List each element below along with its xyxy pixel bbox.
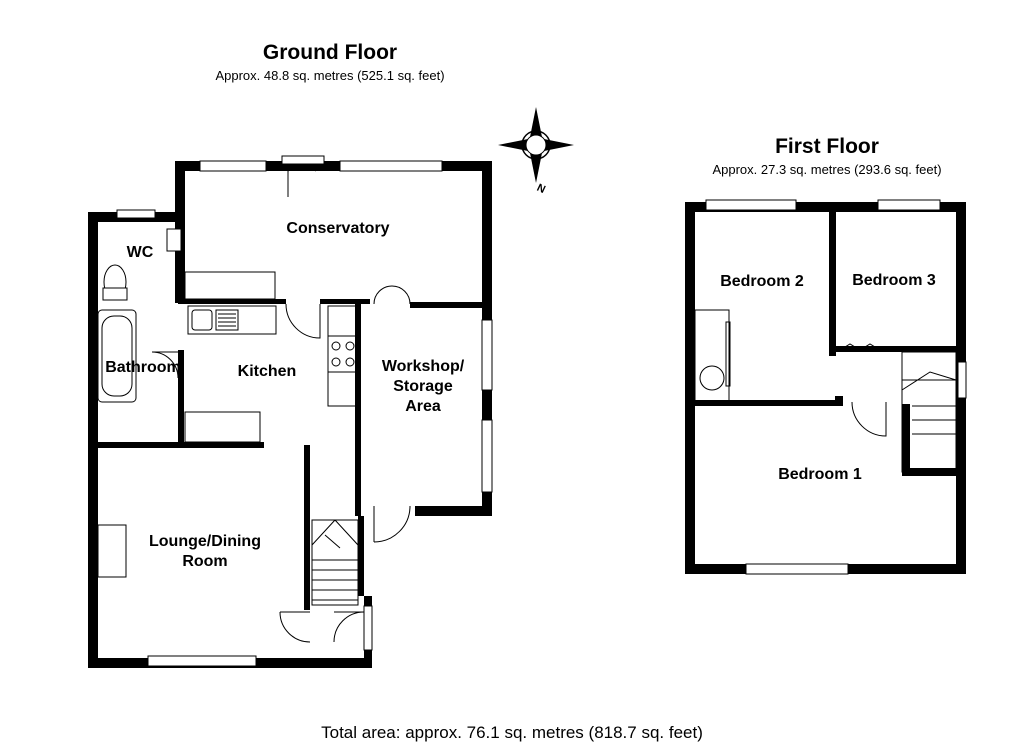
window — [339, 160, 443, 172]
window — [363, 605, 373, 651]
room-label-bathroom: Bathroom — [105, 359, 181, 376]
room-label-wc: WC — [126, 244, 154, 261]
window — [147, 655, 257, 667]
window — [877, 199, 941, 211]
window — [116, 209, 156, 219]
window — [199, 160, 267, 172]
compass-icon — [498, 107, 574, 183]
ground-floor-plan — [88, 155, 493, 668]
window — [481, 419, 493, 493]
window — [745, 563, 849, 575]
window — [705, 199, 797, 211]
room-label-kitchen: Kitchen — [237, 363, 297, 380]
room-label-bedroom-1: Bedroom 1 — [778, 466, 862, 483]
first-floor-title: First Floor — [775, 135, 879, 158]
room-label-lounge: Lounge/Dining Room — [149, 533, 261, 570]
window — [281, 155, 325, 165]
first-floor-area: Approx. 27.3 sq. metres (293.6 sq. feet) — [712, 162, 942, 177]
room-label-workshop: Workshop/ Storage Area — [381, 358, 465, 415]
room-label-bedroom-2: Bedroom 2 — [720, 273, 804, 290]
room-label-conservatory: Conservatory — [286, 220, 390, 237]
room-label-bedroom-3: Bedroom 3 — [852, 272, 936, 289]
window — [957, 361, 967, 399]
total-area: Total area: approx. 76.1 sq. metres (818… — [321, 723, 703, 742]
window — [481, 319, 493, 391]
first-floor-plan — [685, 199, 967, 575]
ground-floor-area: Approx. 48.8 sq. metres (525.1 sq. feet) — [215, 68, 445, 83]
ground-floor-title: Ground Floor — [262, 41, 398, 64]
